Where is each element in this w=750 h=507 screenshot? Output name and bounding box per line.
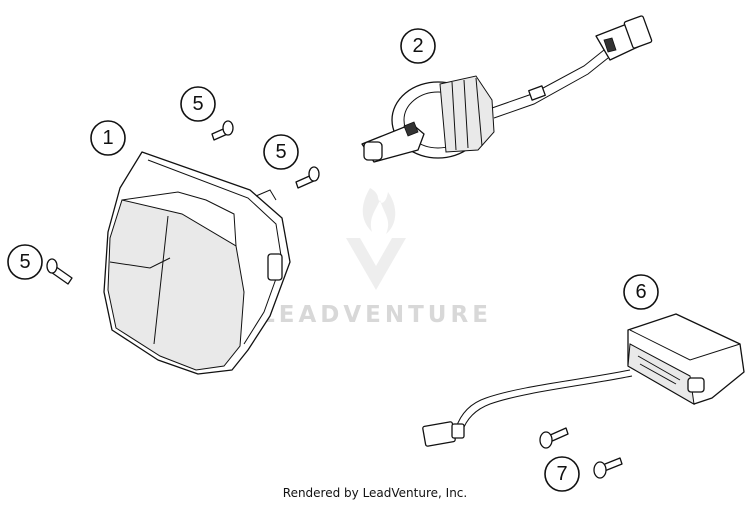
screw-7a [539, 427, 569, 449]
callout-5-top: 5 [180, 86, 216, 122]
screw-middle [295, 166, 320, 189]
callout-6: 6 [623, 274, 659, 310]
screw-7b [593, 457, 623, 479]
screw-top [211, 120, 234, 141]
license-plate-light [422, 313, 745, 447]
headlight-assembly [103, 151, 291, 375]
watermark-logo-icon [346, 188, 406, 290]
callout-label: 1 [102, 127, 113, 149]
callout-5-left: 5 [7, 244, 43, 280]
callout-label: 7 [556, 463, 567, 485]
callout-label: 2 [412, 35, 423, 57]
callout-1: 1 [90, 120, 126, 156]
callout-5-middle: 5 [263, 134, 299, 170]
watermark-text: LEADVENTURE [260, 302, 492, 328]
screw-left [46, 258, 73, 285]
callout-label: 5 [19, 251, 30, 273]
callout-2: 2 [400, 28, 436, 64]
callout-label: 5 [192, 93, 203, 115]
callout-7: 7 [544, 456, 580, 492]
footer-credit: Rendered by LeadVenture, Inc. [282, 486, 468, 500]
callout-label: 6 [635, 281, 646, 303]
watermark: LEADVENTURE [260, 188, 492, 328]
headlight-bulb [361, 15, 653, 163]
callout-label: 5 [275, 141, 286, 163]
